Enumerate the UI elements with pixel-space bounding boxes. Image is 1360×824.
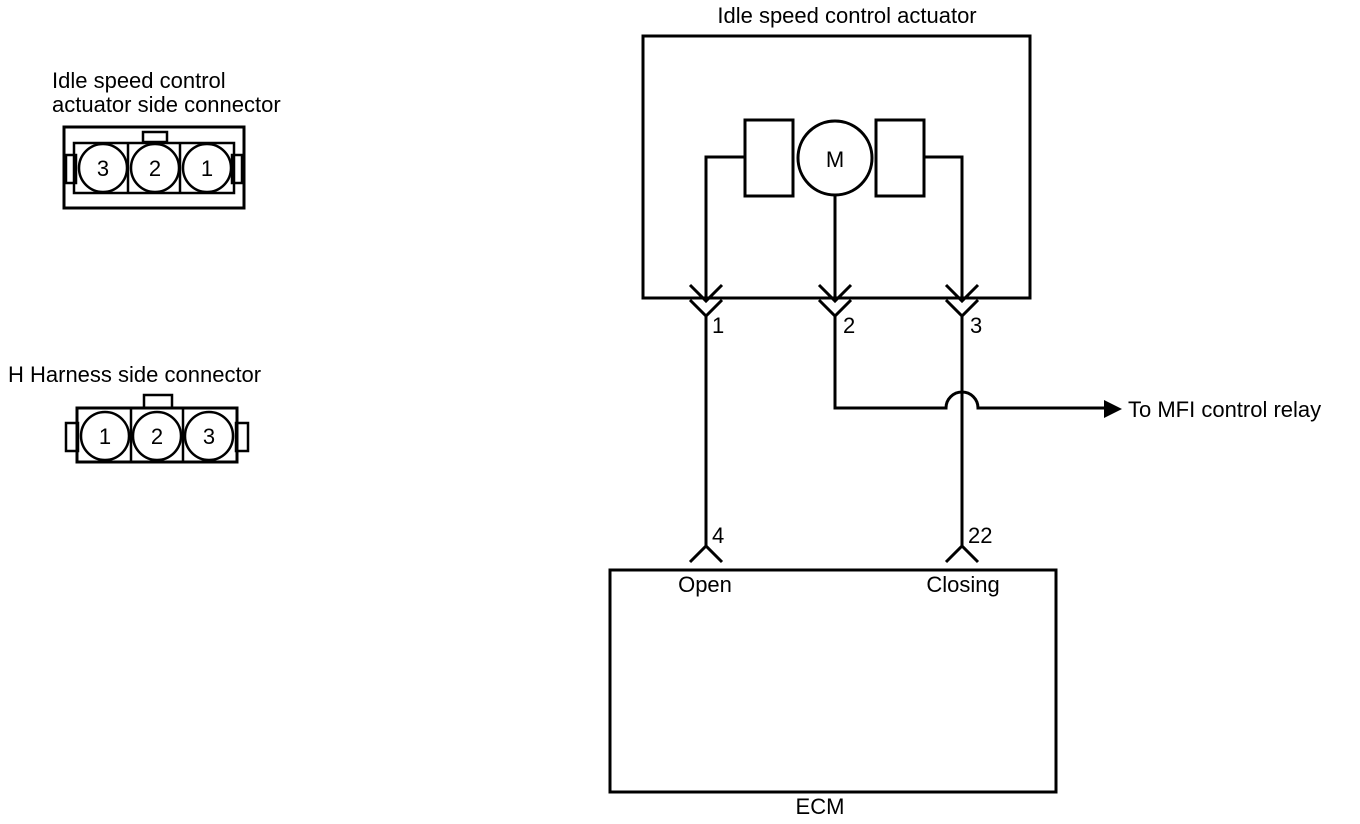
pin-circle <box>181 142 233 194</box>
ecm-closing-label: Closing <box>926 572 999 597</box>
relay-label: To MFI control relay <box>1128 397 1321 422</box>
terminal-label-1: 1 <box>712 313 724 338</box>
actuator-connector-title-line2: actuator side connector <box>52 92 281 117</box>
pin-circle <box>77 142 129 194</box>
harness-connector-pin-label: 1 <box>99 424 111 449</box>
pin-circle <box>183 410 235 462</box>
terminal-label-2: 2 <box>843 313 855 338</box>
ecm-title: ECM <box>796 794 845 819</box>
actuator-side-connector: 3 2 1 <box>62 125 246 210</box>
pin-circle <box>131 410 183 462</box>
ecm-open-label: Open <box>678 572 732 597</box>
ecm-box <box>608 568 1058 794</box>
actuator-title: Idle speed control actuator <box>717 3 976 28</box>
terminal-label-3: 3 <box>970 313 982 338</box>
pin-circle <box>129 142 181 194</box>
actuator-terminals: 1 2 3 <box>688 283 982 338</box>
ecm-terminals: 4 22 <box>688 523 992 564</box>
actuator-connector-pin-label: 1 <box>201 156 213 181</box>
coil-left <box>743 118 795 198</box>
pin-circle <box>79 410 131 462</box>
arrow-head <box>1104 400 1122 418</box>
harness-side-connector: 1 2 3 <box>64 393 250 464</box>
actuator-connector-title-line1: Idle speed control <box>52 68 226 93</box>
harness-connector-title: H Harness side connector <box>8 362 261 387</box>
harness-connector-pin-label: 2 <box>151 424 163 449</box>
actuator-connector-pin-label: 2 <box>149 156 161 181</box>
external-wiring <box>704 316 1122 546</box>
motor-label: M <box>826 147 844 172</box>
ecm-terminal-open-number: 4 <box>712 523 724 548</box>
harness-connector-pin-label: 3 <box>203 424 215 449</box>
actuator-connector-pin-label: 3 <box>97 156 109 181</box>
idle-speed-control-actuator: M <box>641 34 1032 300</box>
coil-right <box>874 118 926 198</box>
ecm-terminal-closing-number: 22 <box>968 523 992 548</box>
